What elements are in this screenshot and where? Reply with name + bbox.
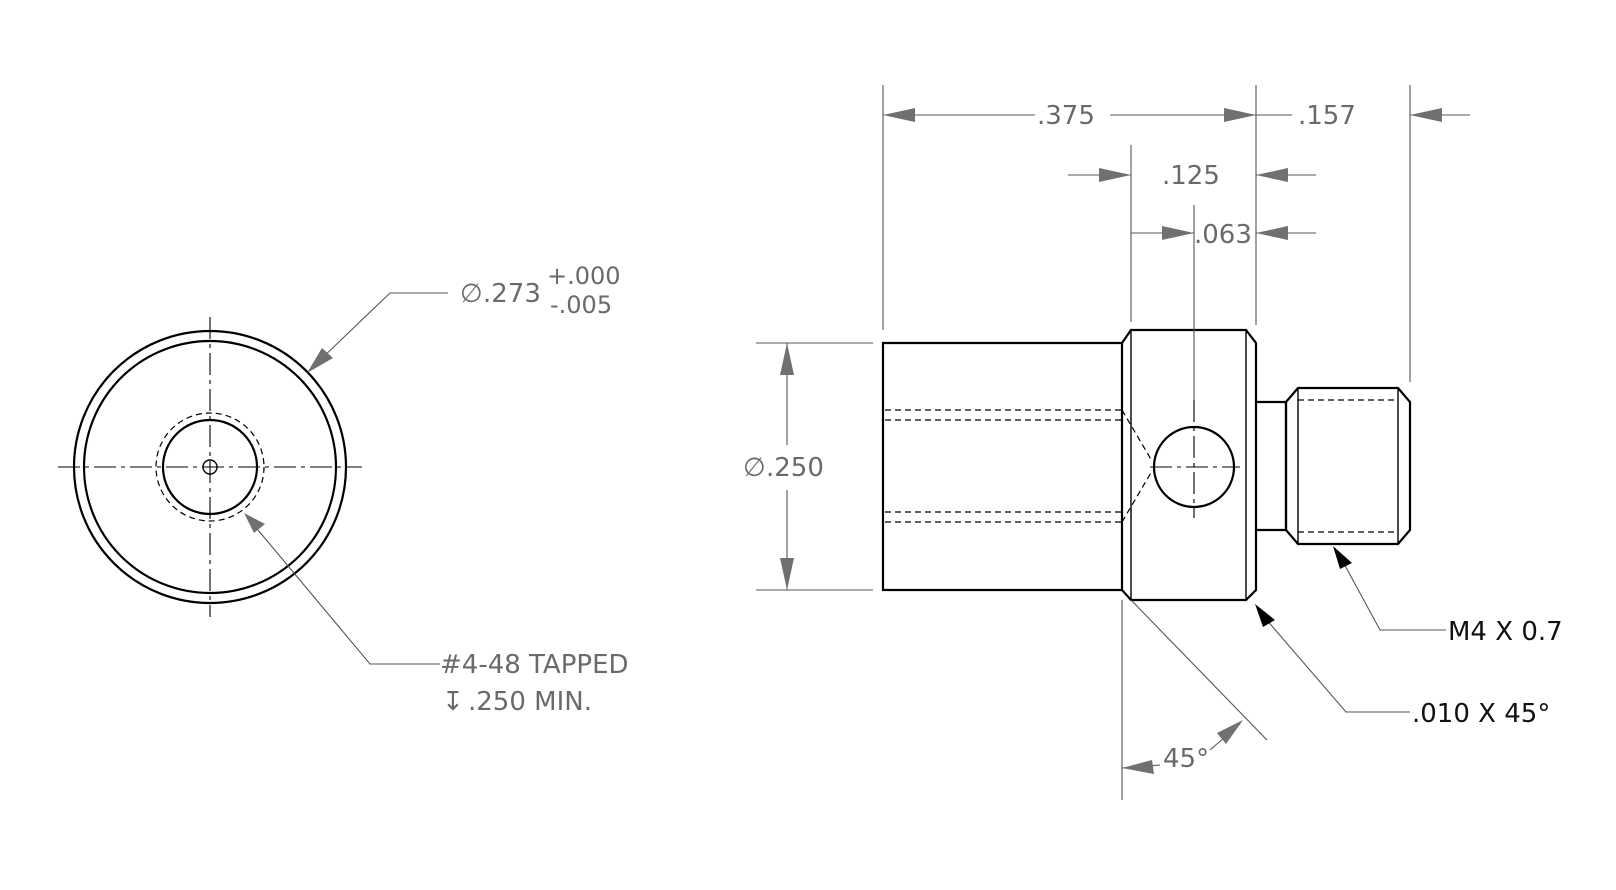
arrow-125-left [1099,168,1131,182]
dim-157-label: .157 [1298,101,1356,131]
dim-250-symbol: ∅ [743,453,766,483]
thread-leader-line [1341,559,1446,631]
depth-value: .250 MIN. [468,687,592,717]
thread-leader-arrow [1333,546,1352,569]
diameter-leader-arrow [307,348,333,373]
angle-arrow-left [1122,760,1154,774]
body-outline [881,341,1122,592]
diameter-leader-line [317,292,448,363]
drill-point-top [1121,409,1153,462]
tap-leader-line [257,529,440,665]
drill-point-bottom [1121,470,1153,523]
end-diameter-symbol: ∅ [460,279,483,309]
neck-outline [1256,400,1288,532]
angle-arrow-right [1217,720,1243,744]
arrow-157-right [1410,108,1442,122]
arrow-063-right [1256,226,1288,240]
angle-label: 45° [1163,744,1209,774]
end-tolerance-plus: +.000 [547,262,621,290]
dimensions: .375 .157 .125 .063 ∅ .250 M4 X 0.7 [743,85,1563,800]
dim-063-label: .063 [1194,220,1252,250]
thread-outline [1284,386,1412,546]
chamfer-callout: .010 X 45° [1412,699,1550,729]
thread-major-circle [155,412,265,522]
arrow-063-left [1162,226,1194,240]
tap-leader-arrow [244,513,265,533]
depth-symbol: ↧ [442,687,464,717]
end-diameter-value: .273 [483,279,541,309]
dim-250-label: .250 [766,453,824,483]
dim-375-label: .375 [1037,101,1095,131]
chamfer-leader-arrow [1255,604,1275,627]
collar-outline [1120,328,1258,602]
arrow-125-right [1256,168,1288,182]
arrow-250-bottom [780,558,794,590]
arrow-250-top [780,343,794,375]
side-view [881,328,1412,602]
end-view: ∅ .273 +.000 -.005 #4-48 TAPPED ↧ .250 M… [58,262,629,717]
dim-125-label: .125 [1162,161,1220,191]
angle-ext-diagonal [1130,599,1268,741]
tap-callout: #4-48 TAPPED [440,650,629,680]
outer-chamfer-circle [82,339,338,595]
chamfer-leader-line [1264,617,1410,713]
end-tolerance-minus: -.005 [550,291,612,319]
arrow-375-left [883,108,915,122]
arrow-375-right [1224,108,1256,122]
thread-callout: M4 X 0.7 [1448,617,1563,647]
